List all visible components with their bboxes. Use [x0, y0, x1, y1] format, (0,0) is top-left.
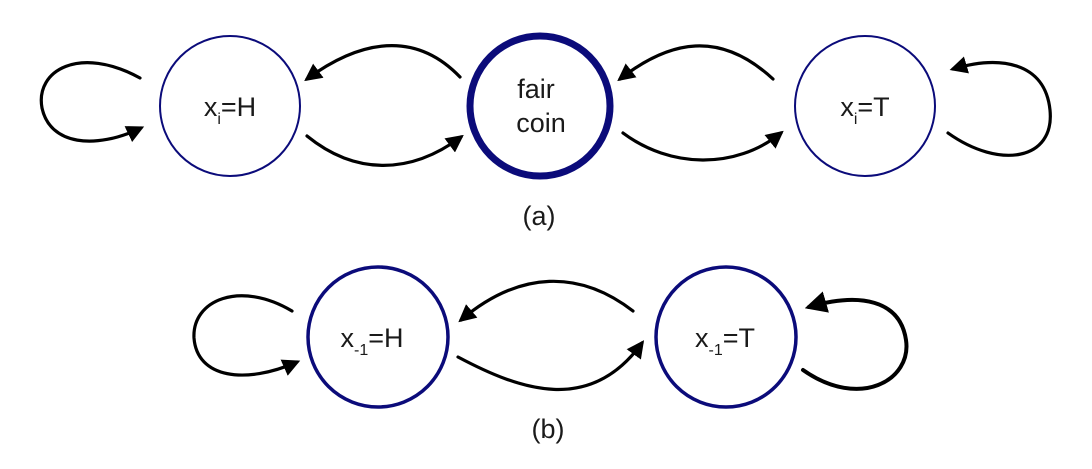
var-subscript: -1 [709, 342, 723, 359]
var-letter: x [204, 92, 218, 122]
edge-a-coin-to-tails [621, 130, 784, 162]
var-letter: x [840, 92, 854, 122]
edge-a-tails-self-loop [946, 56, 1052, 157]
var-value: =T [857, 92, 889, 122]
diagram-a: xi=H fair coin xi=T (a) [39, 32, 1052, 231]
caption-b: (b) [532, 414, 565, 444]
diagram-b: x-1=H x-1=T (b) [192, 265, 909, 444]
node-b-heads [306, 265, 450, 409]
edge-b-tails-self-loop [801, 291, 909, 391]
var-subscript: -1 [354, 342, 368, 359]
caption-a: (a) [523, 201, 556, 231]
var-letter: x [695, 323, 709, 353]
node-a-fair-coin [466, 32, 614, 180]
node-a-tails-label: xi=T [840, 92, 889, 128]
edge-b-tails-to-heads [458, 279, 635, 323]
node-b-heads-label: x-1=H [340, 323, 403, 359]
var-subscript: i [217, 111, 221, 128]
node-a-heads [159, 35, 301, 177]
edge-a-tails-to-coin [617, 44, 775, 82]
edge-a-heads-self-loop [39, 61, 145, 143]
var-letter: x [340, 323, 354, 353]
node-a-coin-label-line1: fair [517, 74, 555, 104]
var-value: =T [723, 323, 755, 353]
node-a-tails [794, 35, 936, 177]
node-b-tails-label: x-1=T [695, 323, 755, 359]
var-subscript: i [854, 111, 858, 128]
edge-b-heads-self-loop [192, 294, 301, 377]
edge-a-coin-to-heads [304, 44, 462, 82]
node-a-coin-label-line2: coin [516, 108, 566, 138]
node-b-tails [654, 265, 798, 409]
edge-a-heads-to-coin [305, 134, 464, 167]
edge-b-heads-to-tails [456, 340, 645, 391]
var-value: =H [221, 92, 256, 122]
var-value: =H [368, 323, 403, 353]
node-a-heads-label: xi=H [204, 92, 256, 128]
